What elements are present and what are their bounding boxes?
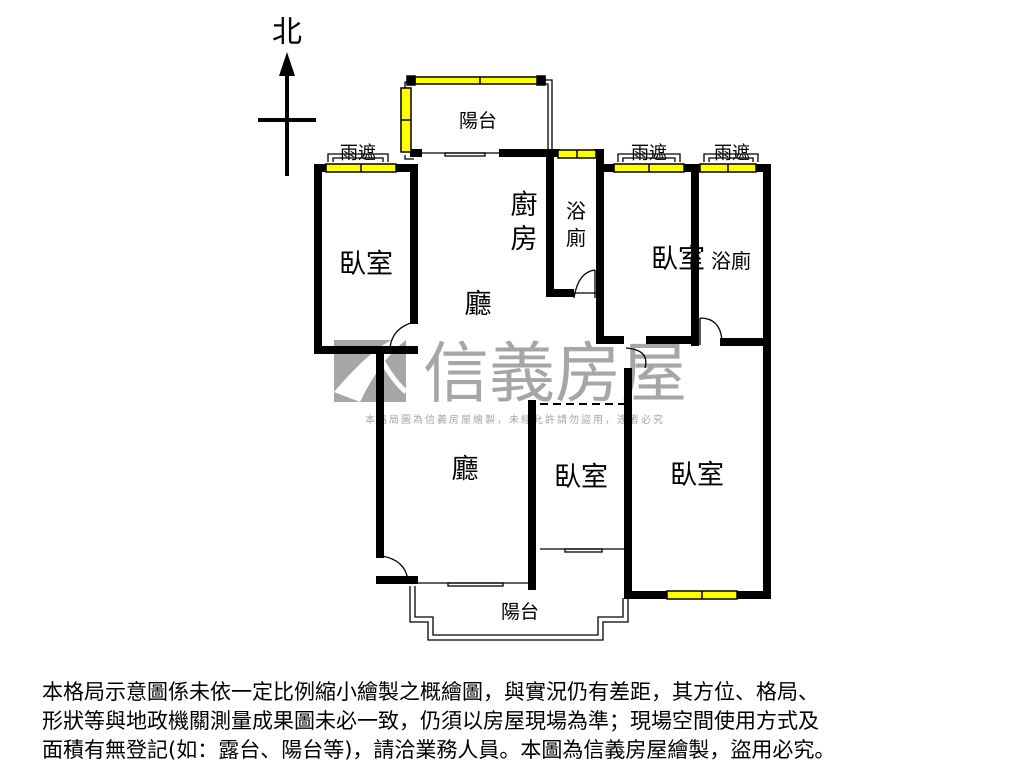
disclaimer-line: 本格局示意圖係未依一定比例縮小繪製之概繪圖，與實況仍有差距，其方位、格局、 <box>42 680 819 704</box>
room-label-awning-mid: 雨遮 <box>631 143 667 164</box>
room-label-balcony-top: 陽台 <box>459 110 497 132</box>
room-label-kitchen-1: 廚 <box>511 190 538 221</box>
room-label-bath-right: 浴廁 <box>711 249 751 273</box>
room-label-living-lower: 廳 <box>452 454 479 485</box>
room-label-kitchen-2: 房 <box>511 224 538 255</box>
room-label-bath-upper-2: 廁 <box>566 226 586 250</box>
watermark-brand: 信義房屋 <box>423 335 687 412</box>
windows <box>325 75 757 600</box>
disclaimer: 本格局示意圖係未依一定比例縮小繪製之概繪圖，與實況仍有差距，其方位、格局、 形狀… <box>42 678 1002 765</box>
room-label-bedroom-left: 臥室 <box>339 249 393 280</box>
room-label-awning-right: 雨遮 <box>714 143 750 164</box>
room-label-bath-upper-1: 浴 <box>566 199 586 223</box>
room-label-awning-left: 雨遮 <box>340 143 376 164</box>
thin-lines <box>327 79 759 641</box>
walls <box>314 149 771 599</box>
disclaimer-line: 形狀等與地政機關測量成果圖未必一致，仍須以房屋現場為準；現場空間使用方式及 <box>42 709 819 733</box>
room-label-bedroom-mid: 臥室 <box>651 244 705 275</box>
disclaimer-line: 面積有無登記(如：露台、陽台等)，請洽業務人員。本圖為信義房屋繪製，盜用必究。 <box>42 738 836 762</box>
room-label-living-upper: 廳 <box>465 289 492 320</box>
north-label: 北 <box>272 15 302 50</box>
room-label-bedroom-lower-right: 臥室 <box>670 460 724 491</box>
north-arrow-icon <box>258 52 316 176</box>
room-label-bedroom-lower-mid: 臥室 <box>554 462 608 493</box>
room-label-balcony-bottom: 陽台 <box>501 601 539 623</box>
watermark-notice: 本格局圖為信義房屋繪製，未經允許請勿盜用，違者必究 <box>365 413 665 426</box>
